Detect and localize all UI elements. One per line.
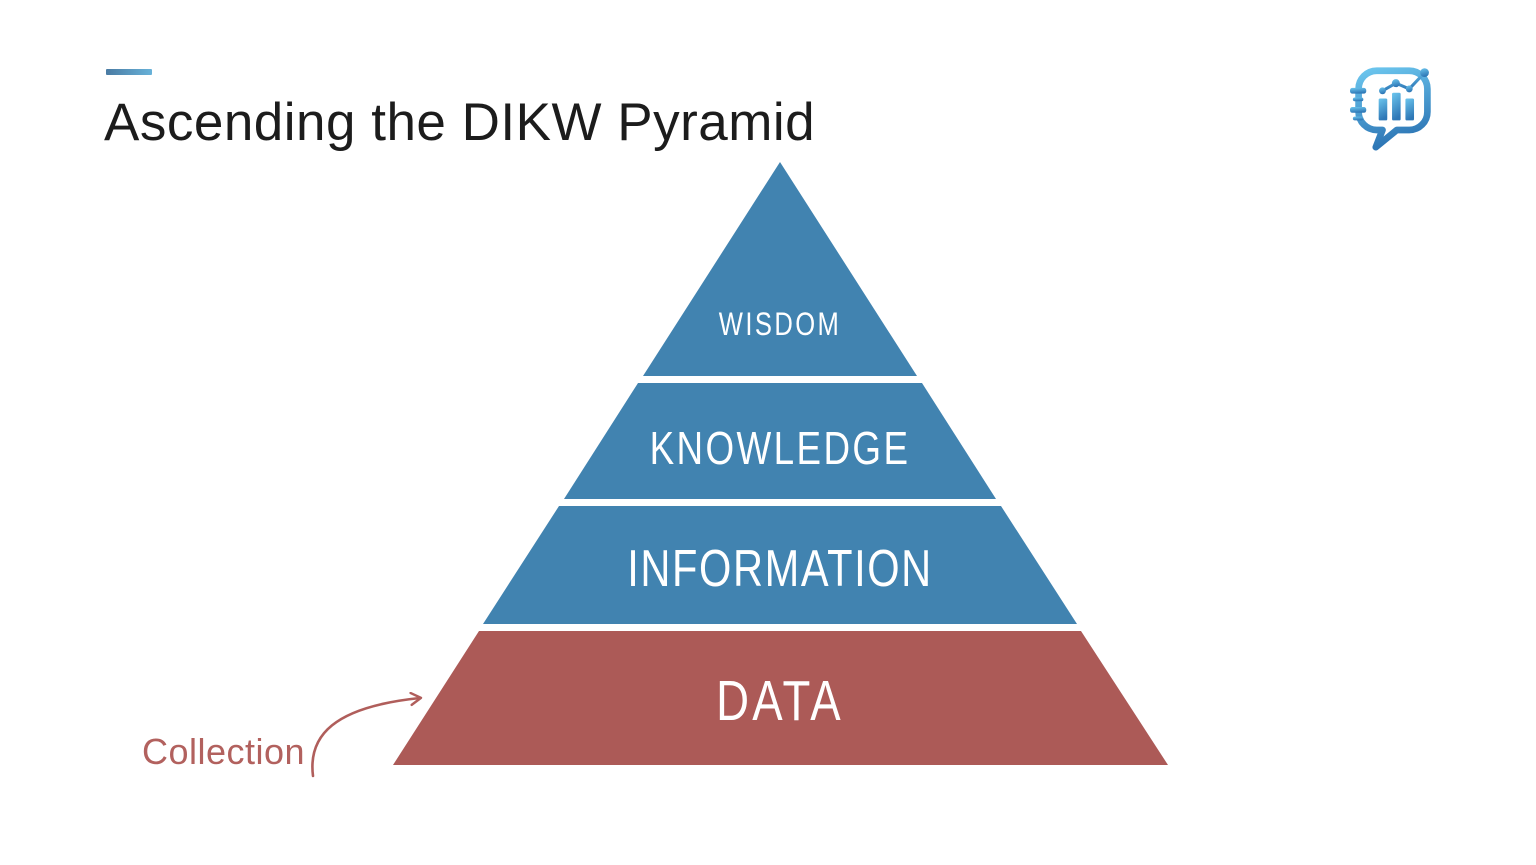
information-label-group: INFORMATION <box>627 539 933 598</box>
wisdom-label-group: WISDOM <box>719 307 841 342</box>
binder-clip <box>1350 107 1367 113</box>
knowledge-label: KNOWLEDGE <box>650 422 911 474</box>
logo-svg <box>1350 67 1431 151</box>
binder-clip <box>1352 97 1364 102</box>
bar-chart-bar <box>1405 98 1415 121</box>
binder-clip <box>1352 116 1364 121</box>
wisdom-label: WISDOM <box>719 307 841 342</box>
analytics-chat-bubble-logo-icon <box>1350 62 1436 154</box>
collection-annotation-label: Collection <box>142 731 306 772</box>
trend-dot <box>1379 87 1386 95</box>
slide-title: Ascending the DIKW Pyramid <box>104 93 816 152</box>
bar-chart-bar <box>1392 92 1401 121</box>
trend-dot <box>1391 79 1400 88</box>
pyramid-layer-information <box>483 506 1077 624</box>
pyramid-layer-knowledge <box>564 383 996 499</box>
bar-chart-bar <box>1378 98 1388 121</box>
trend-dot <box>1405 85 1413 93</box>
pyramid-layer-wisdom <box>643 162 917 376</box>
collection-arrow <box>311 698 420 778</box>
information-label: INFORMATION <box>627 539 933 598</box>
speech-bubble-outline <box>1355 67 1431 151</box>
accent-dash <box>106 69 152 75</box>
binder-clip <box>1350 87 1367 94</box>
trend-dot <box>1420 68 1429 78</box>
knowledge-label-group: KNOWLEDGE <box>650 422 911 474</box>
pyramid-layer-data <box>393 631 1168 765</box>
data-label-group: DATA <box>716 668 844 732</box>
data-label: DATA <box>716 668 844 732</box>
trend-line <box>1380 71 1427 93</box>
